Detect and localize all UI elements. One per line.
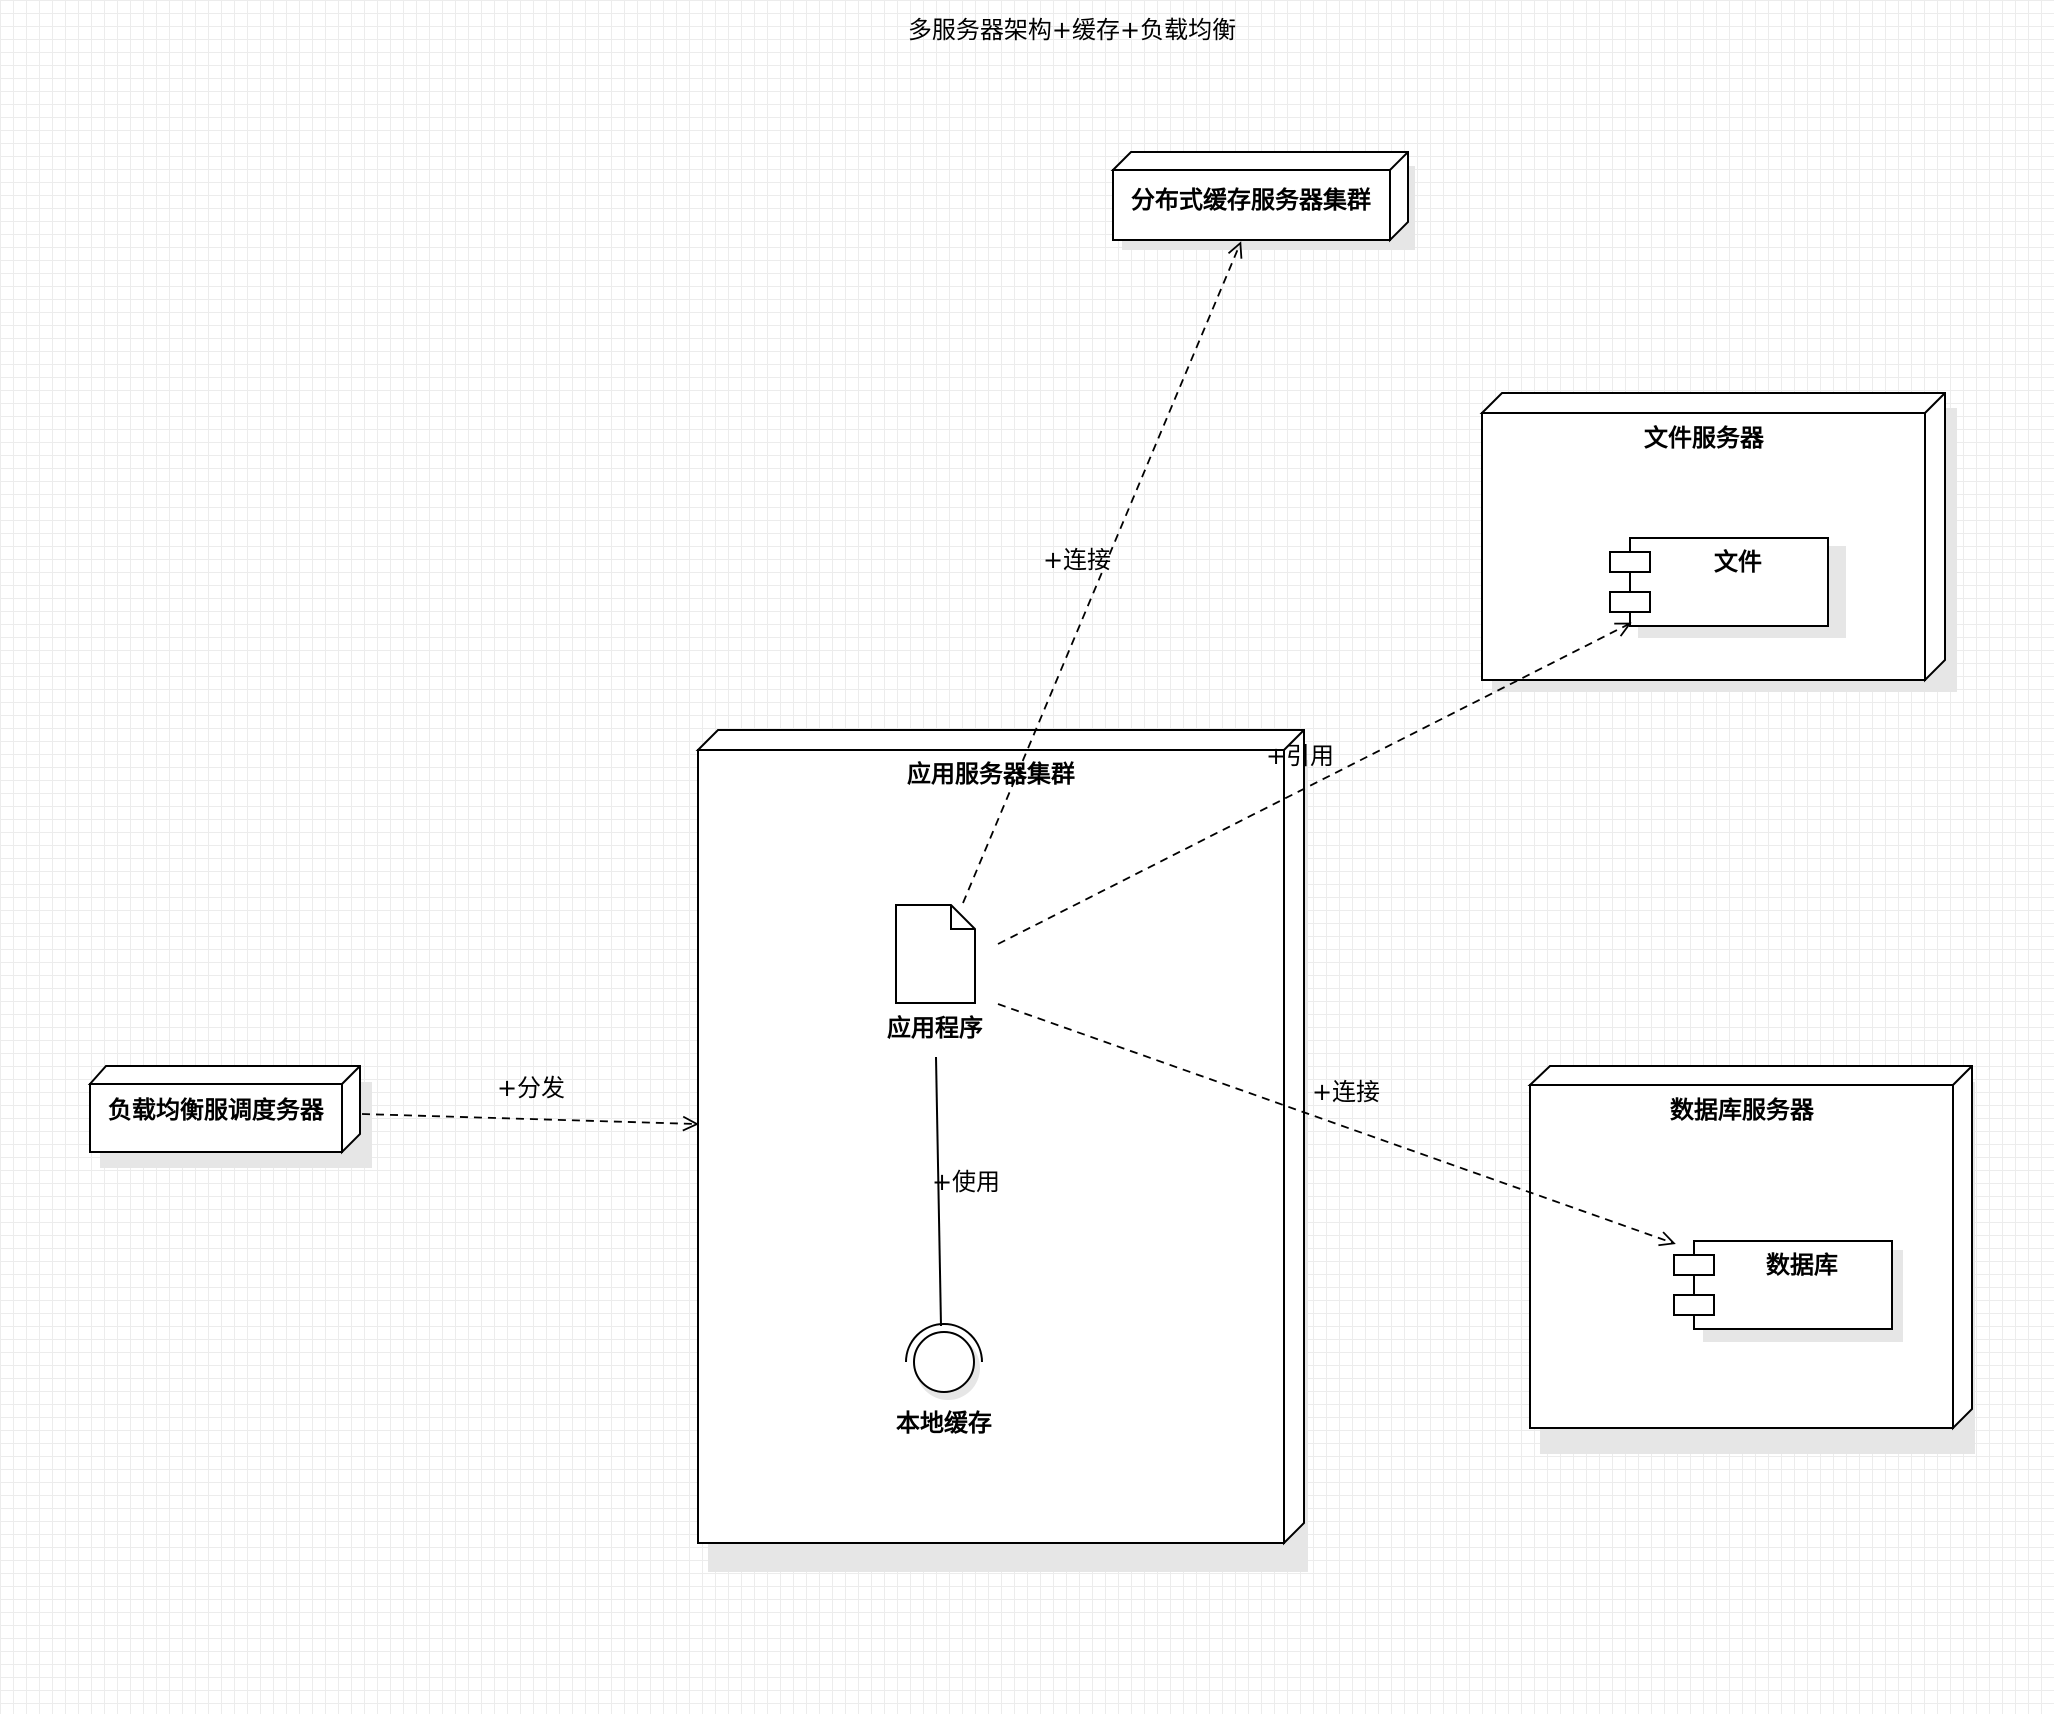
edge-app-to-file[interactable]: [997, 622, 1632, 945]
node-distributed-cache-label: 分布式缓存服务器集群: [1131, 186, 1371, 214]
artifact-application[interactable]: 应用程序: [887, 904, 983, 1042]
component-file-port-bottom: [1609, 591, 1651, 613]
node-load-balancer-label: 负载均衡服调度务器: [108, 1096, 325, 1124]
node-app-cluster[interactable]: 应用服务器集群: [695, 729, 1308, 1572]
edge-load-balancer-to-app-cluster[interactable]: [361, 1113, 700, 1132]
component-file[interactable]: 文件: [1609, 537, 1846, 638]
node-distributed-cache[interactable]: 分布式缓存服务器集群: [1110, 151, 1415, 250]
component-file-label: 文件: [1714, 548, 1762, 576]
node-app-cluster-label: 应用服务器集群: [907, 760, 1075, 788]
edge-app-to-local-cache-label: +使用: [932, 1168, 1000, 1196]
diagram-title: 多服务器架构+缓存+负载均衡: [908, 16, 1236, 44]
edge-app-to-distributed-cache-label: +连接: [1043, 546, 1111, 574]
edge-app-to-local-cache[interactable]: [935, 1056, 942, 1327]
interface-local-cache[interactable]: 本地缓存: [896, 1323, 992, 1437]
edge-app-to-distributed-cache[interactable]: [962, 241, 1243, 904]
node-db-server-label: 数据库服务器: [1670, 1096, 1815, 1124]
artifact-application-label: 应用程序: [887, 1014, 983, 1042]
edge-app-to-database[interactable]: [997, 1003, 1676, 1247]
edge-load-balancer-to-app-cluster-label: +分发: [497, 1074, 565, 1102]
component-database-port-top: [1673, 1254, 1715, 1276]
edge-app-to-file-label: +引用: [1266, 742, 1334, 770]
component-database-label: 数据库: [1766, 1251, 1838, 1279]
interface-local-cache-label: 本地缓存: [896, 1409, 992, 1437]
edge-app-to-database-label: +连接: [1312, 1078, 1380, 1106]
component-file-port-top: [1609, 551, 1651, 573]
node-file-server-label: 文件服务器: [1644, 424, 1765, 452]
component-database[interactable]: 数据库: [1673, 1240, 1903, 1342]
node-load-balancer[interactable]: 负载均衡服调度务器: [87, 1065, 372, 1168]
component-database-port-bottom: [1673, 1294, 1715, 1316]
